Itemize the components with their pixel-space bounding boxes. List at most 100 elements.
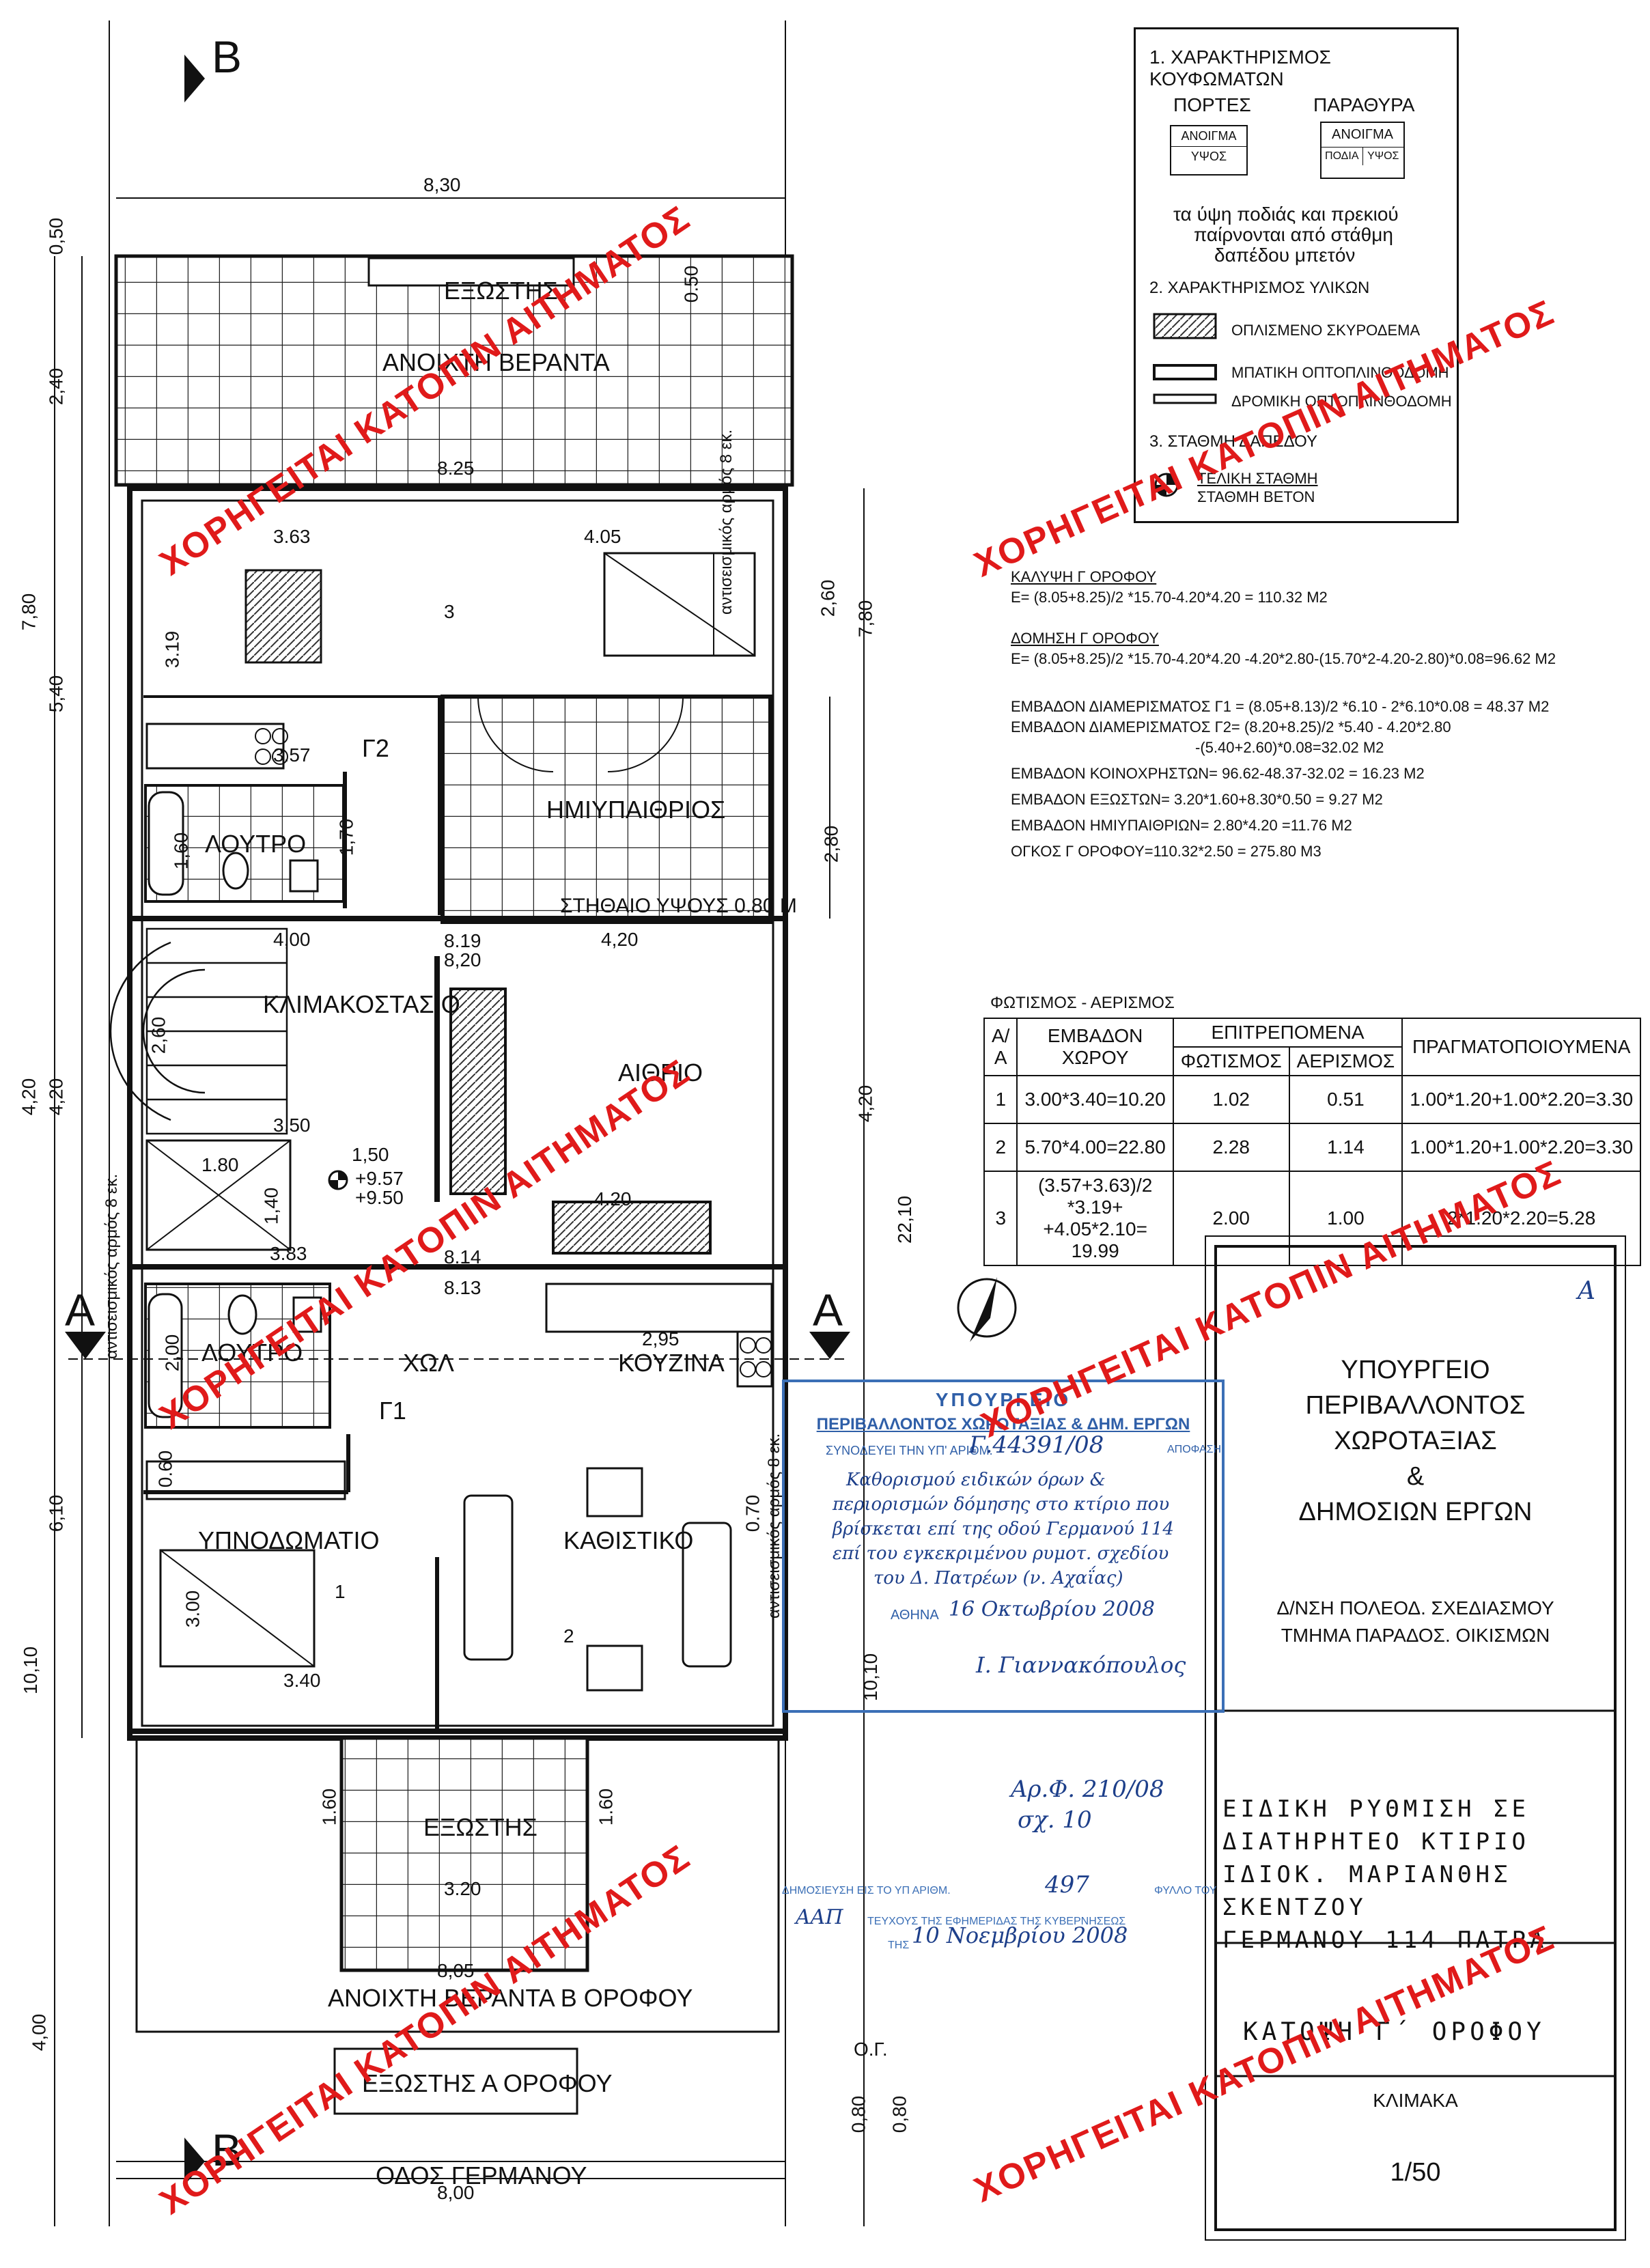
dim-140: 1,40: [260, 1187, 282, 1225]
ministry-line-4: &: [1406, 1462, 1425, 1491]
approval-stamp: ΥΠΟΥΡΓΕΙΟ ΠΕΡΙΒΑΛΛΟΝΤΟΣ ΧΩΡΟΤΑΞΙΑΣ & ΔΗΜ…: [782, 1380, 1225, 1713]
room-number-3: 3: [444, 601, 455, 622]
dim-420b: 4.20: [594, 1188, 632, 1209]
area-calculations: ΚΑΛΥΨΗ Γ ΟΡΟΦΟΥ Ε= (8.05+8.25)/2 *15.70-…: [1011, 567, 1556, 862]
room-veranta-b: ΑΝΟΙΧΤΗ ΒΕΡΑΝΤΑ Β ΟΡΟΦΟΥ: [328, 1984, 693, 2012]
section-mark-right: A: [813, 1285, 843, 1335]
dim-050: 0.50: [680, 265, 702, 303]
dim-260: 2,60: [148, 1016, 169, 1054]
project-line-1: ΕΙΔΙΚΗ ΡΥΘΜΙΣΗ ΣΕ: [1222, 1795, 1530, 1823]
dim-left-610: 6,10: [45, 1494, 67, 1532]
dim-070: 0.70: [742, 1494, 764, 1532]
room-sthaio: ΣΤΗΘΑΙΟ ΥΨΟΥΣ 0.80 Μ: [560, 895, 797, 917]
wardrobe: [145, 1460, 346, 1500]
stamp-athens: ΑΘΗΝΑ: [891, 1608, 939, 1623]
department: Δ/ΝΣΗ ΠΟΛΕΟΔ. ΣΧΕΔΙΑΣΜΟΥ ΤΜΗΜΑ ΠΑΡΑΔΟΣ. …: [1229, 1595, 1602, 1649]
stamp-hand-3: βρίσκεται επί της οδού Γερμανού 114: [833, 1519, 1174, 1539]
apartment-g2: Γ2: [362, 734, 389, 762]
dim-295: 2,95: [642, 1328, 680, 1349]
legend-level-1: ΤΕΛΙΚΗ ΣΤΑΘΜΗ: [1197, 470, 1318, 487]
gazette-date: 10 Νοεμβρίου 2008: [912, 1922, 1128, 1948]
dining-table: [244, 569, 322, 664]
cell-n: 3: [983, 1171, 1018, 1266]
cell-area: 5.70*4.00=22.80: [1016, 1123, 1174, 1172]
ministry-line-2: ΠΕΡΙΒΑΛΛΟΝΤΟΣ: [1305, 1391, 1526, 1420]
kitchen-counter-lower: [545, 1283, 773, 1333]
stamp-hand-2: περιορισμών δόμησης στο κτίριο που: [833, 1494, 1170, 1515]
stamp-hand-5: του Δ. Πατρέων (ν. Αχαΐας): [873, 1568, 1123, 1588]
section-mark-top: B: [212, 31, 242, 82]
calc-line-5: -(5.40+2.60)*0.08=32.02 Μ2: [1195, 739, 1384, 756]
dim-814: 8.14: [444, 1246, 481, 1268]
cell-n: 1: [983, 1075, 1018, 1124]
cell-light: 1.02: [1172, 1075, 1290, 1124]
dim-right-780: 7,80: [854, 600, 876, 638]
dim-383: 3.83: [270, 1243, 307, 1264]
street-name: ΟΔΟΣ ΓΕΡΜΑΝΟΥ: [376, 2161, 587, 2189]
dim-319: 3.19: [161, 630, 183, 669]
bed-room3: [603, 552, 756, 657]
toilet-upper: [222, 852, 249, 890]
sink-upper: [289, 859, 319, 893]
cell-air: 0.51: [1288, 1075, 1403, 1124]
dim-819: 8.19: [444, 930, 481, 951]
project-title: ΕΙΔΙΚΗ ΡΥΘΜΙΣΗ ΣΕ ΔΙΑΤΗΡΗΤΕΟ ΚΤΙΡΙΟ ΙΔΙΟ…: [1222, 1793, 1650, 1957]
gazette-series: ΑΑΠ: [796, 1905, 843, 1929]
dim-160c: 1.60: [595, 1788, 617, 1826]
dim-bottom-width: 8,05: [437, 1960, 475, 1981]
dim-left-1010: 10,10: [20, 1646, 42, 1695]
dim-left-050: 0,50: [45, 217, 67, 255]
cell-air: 1.00: [1288, 1171, 1403, 1266]
ref-number: Αρ.Φ. 210/08: [1011, 1776, 1164, 1803]
lighting-header-done: ΠΡΑΓΜΑΤΟΠΟΙΟΥΜΕΝΑ: [1401, 1018, 1642, 1076]
atrium-planter-vertical: [449, 988, 507, 1195]
og-label: Ο.Γ.: [854, 2039, 888, 2060]
dim-left-780: 7,80: [18, 593, 40, 631]
project-line-4: ΓΕΡΜΑΝΟΥ 114 ΠΑΤΡΑ: [1222, 1927, 1548, 1954]
legend-mat-1: ΟΠΛΙΣΜΕΝΟ ΣΚΥΡΟΔΕΜΑ: [1231, 322, 1421, 339]
room-kathistiko: ΚΑΘΙΣΤΙΚΟ: [563, 1526, 694, 1554]
gazette-post: ΦΥΛΛΟ ΤΟΥ: [1154, 1885, 1217, 1896]
room-anoixti-veranta: ΑΝΟΙΧΤΗ ΒΕΡΑΝΤΑ: [382, 348, 610, 376]
cell-light: 2.28: [1172, 1123, 1290, 1172]
ref-sheet: σχ. 10: [1018, 1806, 1092, 1834]
staircase: [109, 927, 288, 1135]
ministry-line-5: ΔΗΜΟΣΙΩΝ ΕΡΓΩΝ: [1298, 1498, 1533, 1526]
calc-line-6: ΕΜΒΑΔΟΝ ΚΟΙΝΟΧΡΗΣΤΩΝ= 96.62-48.37-32.02 …: [1011, 765, 1425, 782]
cell-done: 2*1.20*2.20=5.28: [1401, 1171, 1642, 1266]
top-balcony-strip: [367, 257, 575, 287]
sofa-left: [463, 1494, 514, 1661]
lighting-header-area: ΕΜΒΑΔΟΝ ΧΩΡΟΥ: [1016, 1018, 1174, 1076]
building-inner-outline: [141, 499, 774, 1727]
calc-line-4: ΕΜΒΑΔΟΝ ΔΙΑΜΕΡΙΣΜΑΤΟΣ Γ2= (8.20+8.25)/2 …: [1011, 718, 1451, 736]
dim-357: 3.57: [273, 744, 311, 766]
dim-bottom-080a: 0,80: [848, 2095, 869, 2133]
stamp-handwriting: Καθορισμού ειδικών όρων & περιορισμών δό…: [833, 1468, 1174, 1591]
room-loutro-upper: ΛΟΥΤΡΟ: [205, 830, 307, 858]
table-row: 1 3.00*3.40=10.20 1.02 0.51 1.00*1.20+1.…: [983, 1075, 1642, 1124]
dim-left-240: 2,40: [45, 367, 67, 406]
drawing-title: ΚΑΤΟΨΗ Γ΄ ΟΡΟΦΟΥ: [1243, 2018, 1546, 2046]
gazette-prefix: ΔΗΜΟΣΙΕΥΣΗ ΕΙΣ ΤΟ ΥΠ ΑΡΙΘΜ.: [782, 1885, 951, 1896]
armchair-bottom: [586, 1644, 643, 1692]
section-mark-bottom: B: [212, 2125, 242, 2175]
calc-line-7: ΕΜΒΑΔΟΝ ΕΞΩΣΤΩΝ= 3.20*1.60+8.30*0.50 = 9…: [1011, 791, 1383, 808]
calc-line-9: ΟΓΚΟΣ Γ ΟΡΟΦΟΥ=110.32*2.50 = 275.80 Μ3: [1011, 843, 1322, 860]
calc-line-2: Ε= (8.05+8.25)/2 *15.70-4.20*4.20 -4.20*…: [1011, 650, 1556, 667]
dim-350: 3,50: [273, 1115, 311, 1136]
armchair-top: [586, 1467, 643, 1517]
gazette-the: ΤΗΣ: [888, 1940, 910, 1951]
stamp-line-2: ΠΕΡΙΒΑΛΛΟΝΤΟΣ ΧΩΡΟΤΑΞΙΑΣ & ΔΗΜ. ΕΡΓΩΝ: [816, 1415, 1190, 1433]
party-wall-right-2: αντισεισμικός αρμός 8 εκ.: [765, 1433, 783, 1619]
cell-light: 2.00: [1172, 1171, 1290, 1266]
dim-right-2210: 22,10: [894, 1195, 916, 1244]
legend-title: 1. ΧΑΡΑΚΤΗΡΙΣΜΟΣ ΚΟΥΦΩΜΑΤΩΝ: [1149, 46, 1331, 89]
legend-materials-title: 2. ΧΑΡΑΚΤΗΡΙΣΜΟΣ ΥΛΙΚΩΝ: [1149, 279, 1370, 297]
sofa-right: [682, 1522, 732, 1668]
top-terrace: [114, 254, 794, 487]
calc-heading-1: ΚΑΛΥΨΗ Γ ΟΡΟΦΟΥ: [1011, 568, 1157, 585]
dept-line-1: Δ/ΝΣΗ ΠΟΛΕΟΔ. ΣΧΕΔΙΑΣΜΟΥ: [1276, 1597, 1554, 1619]
project-line-3: ΙΔΙΟΚ. ΜΑΡΙΑΝΘΗΣ ΣΚΕΝΤΖΟΥ: [1222, 1861, 1512, 1921]
dim-left-420b: 4,20: [45, 1078, 67, 1116]
lighting-header-aa: Α/Α: [983, 1018, 1018, 1076]
